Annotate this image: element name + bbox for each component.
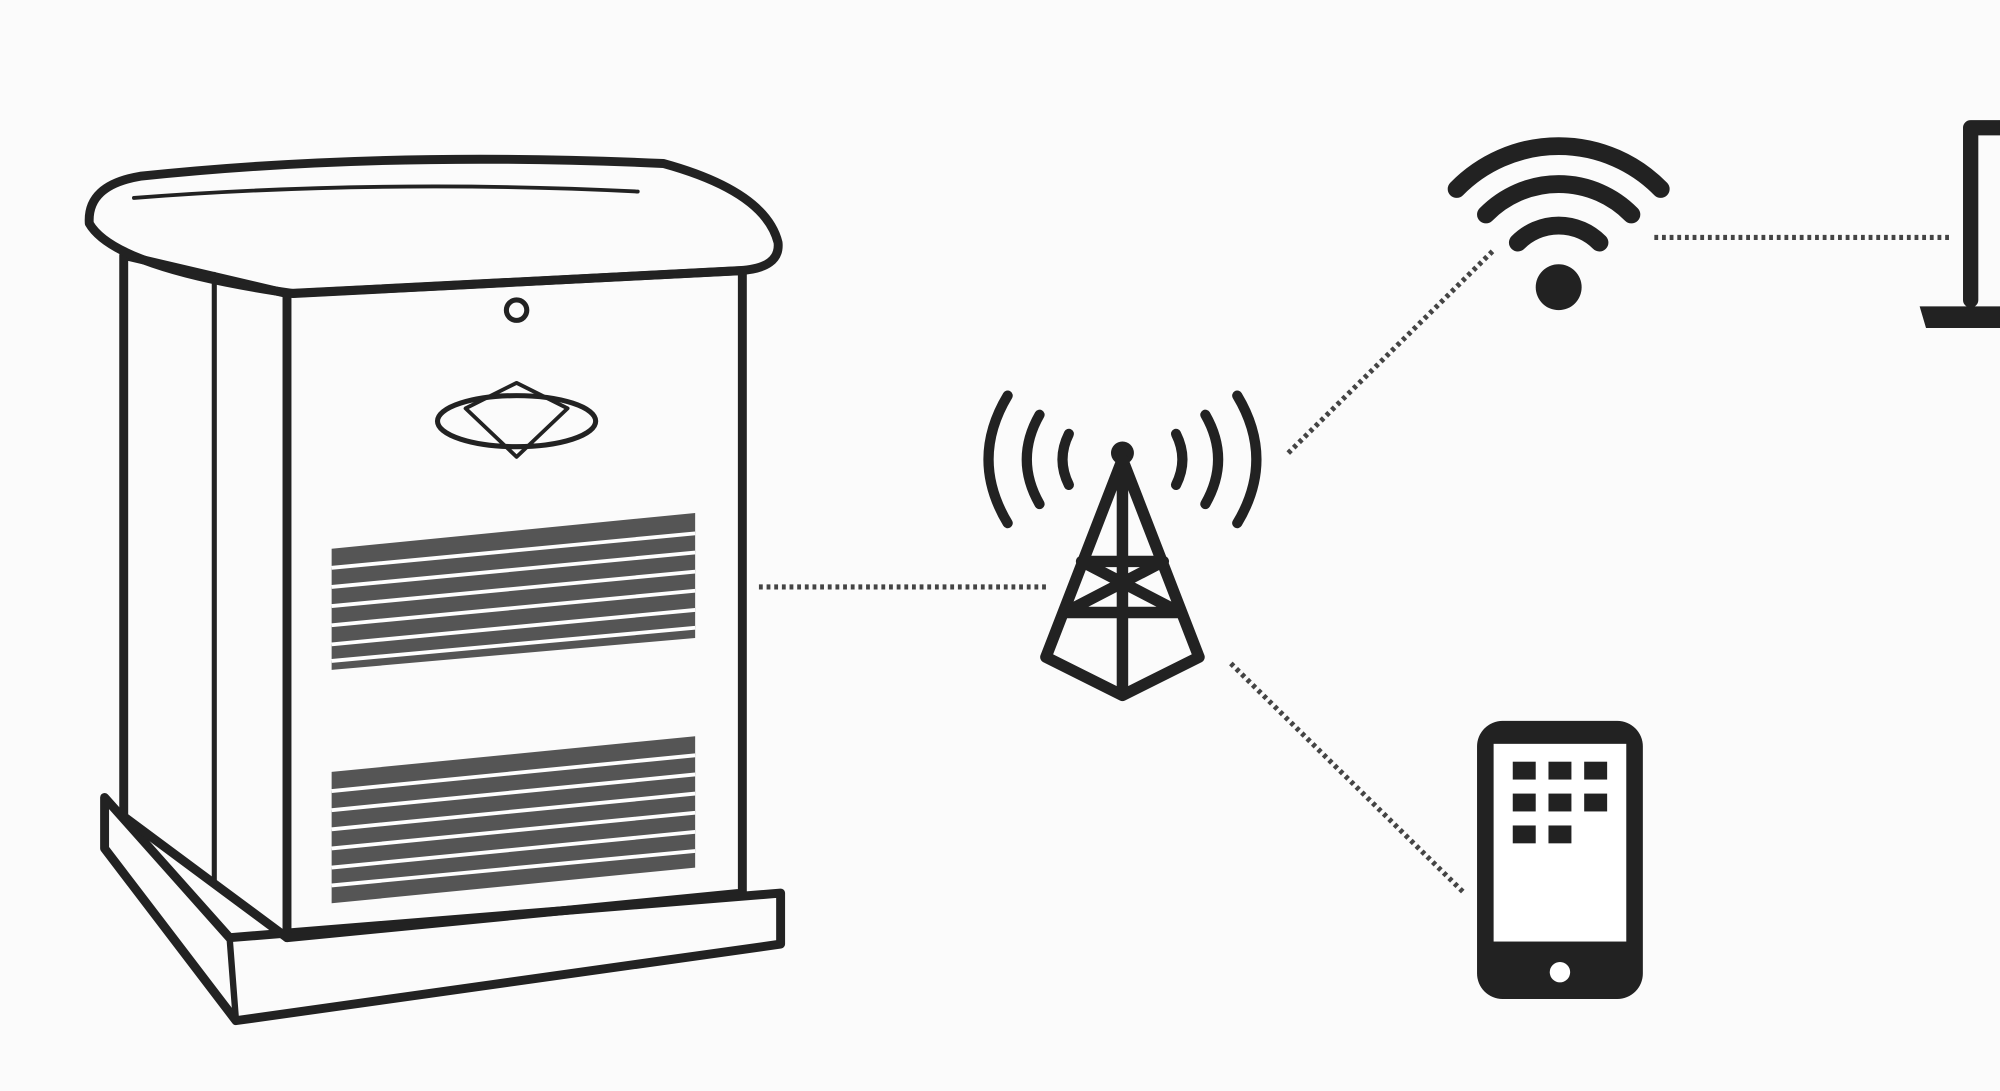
connector-tower-phone [1229,661,1467,895]
home-standby-generator-icon [84,154,786,1026]
cell-tower-icon [983,390,1262,702]
vent-upper [331,512,696,670]
wifi-icon [1447,137,1670,311]
vent-lower [331,736,696,904]
laptop-icon [1919,120,2000,329]
smartphone-icon [1477,720,1643,999]
connector-tower-wifi [1286,247,1497,455]
